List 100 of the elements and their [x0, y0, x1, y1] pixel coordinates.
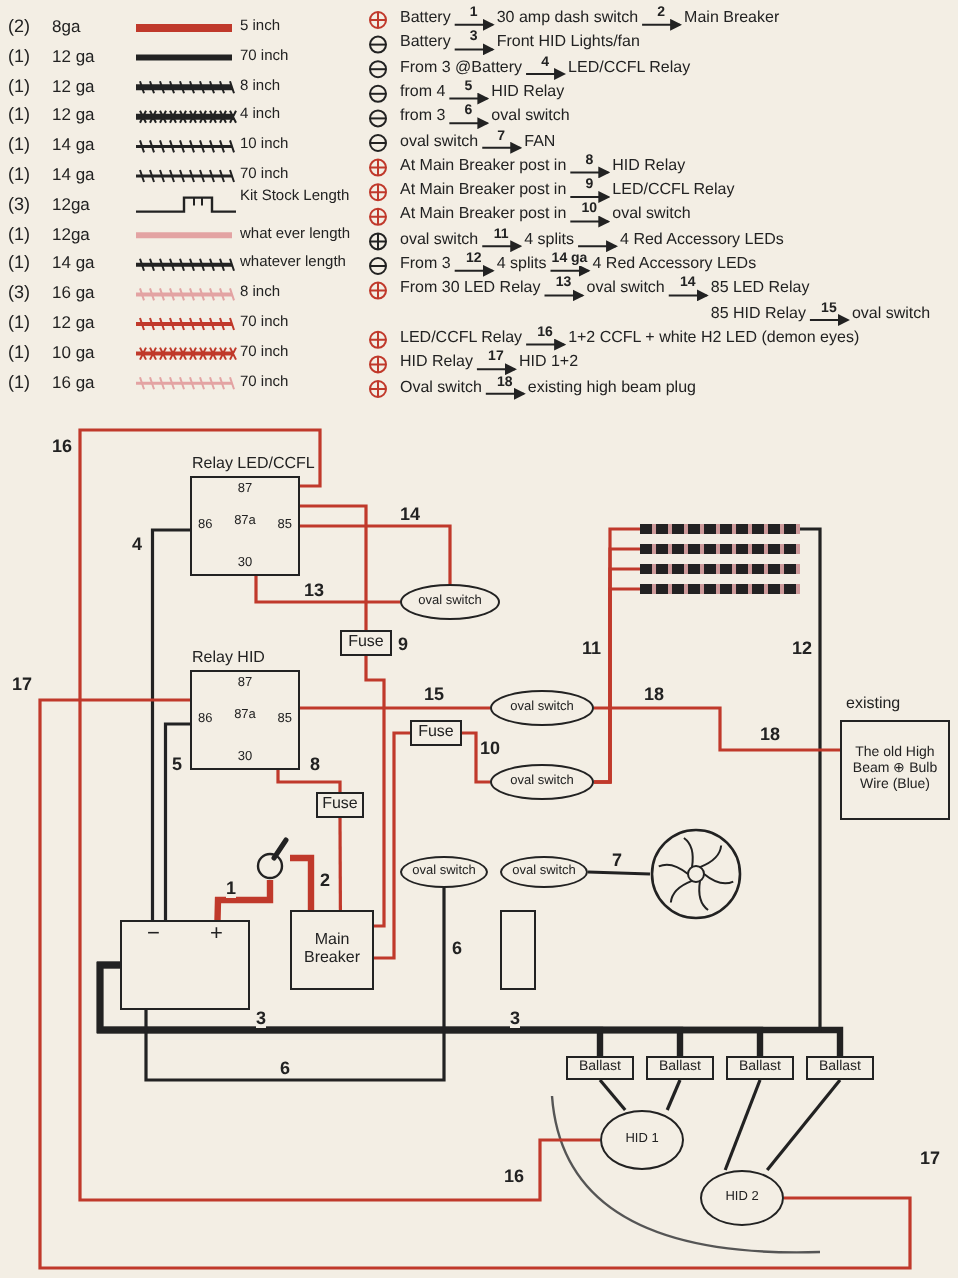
gauge-text: 12ga [52, 195, 90, 213]
wire [276, 770, 342, 792]
quantity-text: (3) [8, 195, 30, 214]
note-text: From 30 LED Relay [400, 280, 541, 299]
terminal-sign: + [210, 922, 223, 947]
fuse-box: Fuse [410, 720, 462, 746]
wire [723, 1079, 762, 1171]
note-text: oval switch [586, 280, 665, 299]
arrow [448, 92, 490, 105]
wire [587, 870, 651, 876]
arrow [475, 363, 517, 376]
note-text: 4 Red Accessory LEDs [620, 231, 784, 249]
quantity-text: (1) [8, 136, 30, 155]
wire-number: 18 [760, 726, 781, 744]
note-text: At Main Breaker post in [400, 182, 567, 200]
arrow [808, 314, 850, 326]
wire [150, 528, 190, 920]
quantity-text: (1) [8, 166, 30, 184]
wire-number: 14 [400, 506, 421, 524]
led-strip [640, 544, 800, 554]
wire-number: 12 [792, 640, 813, 658]
note-text: oval switch [491, 108, 570, 126]
note-text: FAN [524, 133, 556, 151]
arrow [543, 289, 585, 302]
quantity-text: (1) [8, 314, 30, 332]
note-text: 85 LED Relay [710, 280, 810, 299]
wire [338, 818, 342, 910]
gauge-text: 10 ga [52, 343, 95, 361]
wire-number: 6 [280, 1060, 291, 1078]
note-text: At Main Breaker post in [400, 206, 567, 225]
quantity-text: (2) [8, 18, 30, 36]
note-text: 4 splits [496, 256, 547, 274]
arrow [569, 191, 611, 203]
battery-box [120, 920, 250, 1010]
note-text: oval switch [851, 305, 931, 323]
wire-number: 2 [320, 872, 331, 890]
arrow [453, 18, 495, 31]
quantity-text: (1) [8, 373, 30, 392]
quantity-text: (1) [8, 77, 30, 96]
wire-number: 3 [256, 1010, 267, 1028]
note-text: From 3 [400, 256, 451, 274]
note-text: LED/CCFL Relay [612, 182, 735, 200]
wire [364, 656, 386, 928]
gauge-text: 12 ga [52, 77, 95, 95]
note-text: Battery [400, 10, 451, 28]
arrow [453, 43, 495, 56]
arrow [577, 240, 619, 253]
led-strip [640, 524, 800, 534]
arrow [569, 215, 611, 228]
note-text: Battery [400, 34, 451, 53]
wire-number: 5 [172, 756, 183, 774]
wire [163, 722, 190, 920]
arrow [667, 289, 709, 302]
gauge-text: 12ga [52, 225, 90, 243]
wire-number: 8 [310, 756, 321, 774]
note-text: LED/CCFL Relay [400, 329, 523, 348]
fuse-box: Fuse [340, 630, 392, 656]
arrow [448, 117, 490, 130]
wire [300, 524, 452, 584]
wire [78, 428, 600, 1202]
note-text: At Main Breaker post in [400, 157, 567, 176]
gauge-text: 12 ga [52, 314, 95, 331]
wire [374, 731, 410, 960]
wire [462, 731, 490, 784]
arrow [453, 264, 495, 277]
wire-number: 16 [504, 1168, 525, 1186]
gauge-text: 14 ga [52, 166, 95, 183]
quantity-text: (1) [8, 343, 30, 362]
wire-number: 11 [582, 640, 602, 658]
gauge-text: 16 ga [52, 373, 95, 391]
gauge-text: 16 ga [52, 284, 95, 302]
note-text: HID 1+2 [518, 354, 579, 372]
wire [38, 698, 912, 1270]
wire-number: 17 [12, 676, 33, 694]
arrow [641, 18, 683, 31]
note-text: 30 amp dash switch [496, 10, 639, 28]
note-text: from 3 [400, 108, 446, 126]
small-box [500, 910, 536, 990]
arrow [484, 387, 526, 400]
relay-label: Relay LED/CCFL [192, 456, 315, 474]
wire [665, 1079, 682, 1111]
wire [290, 854, 315, 910]
arrow [525, 338, 567, 351]
note-text: HID Relay [612, 157, 686, 176]
wire [144, 888, 446, 1082]
wire [598, 1078, 627, 1112]
gauge-text: 12 ga [52, 106, 95, 124]
gauge-text: 12 ga [52, 47, 95, 65]
arrow [549, 264, 591, 277]
note-text: 85 HID Relay [710, 305, 806, 323]
note-text: 4 splits [524, 231, 575, 249]
wire-number: 16 [52, 438, 73, 456]
wire-number: 15 [424, 686, 445, 704]
breaker-box: Main Breaker [290, 910, 374, 990]
wire [254, 576, 400, 604]
quantity-text: (1) [8, 225, 30, 244]
arrow [481, 141, 523, 154]
relay-label: Relay HID [192, 650, 265, 668]
wire-number: 4 [132, 536, 143, 554]
note-text: LED/CCFL Relay [568, 59, 691, 77]
